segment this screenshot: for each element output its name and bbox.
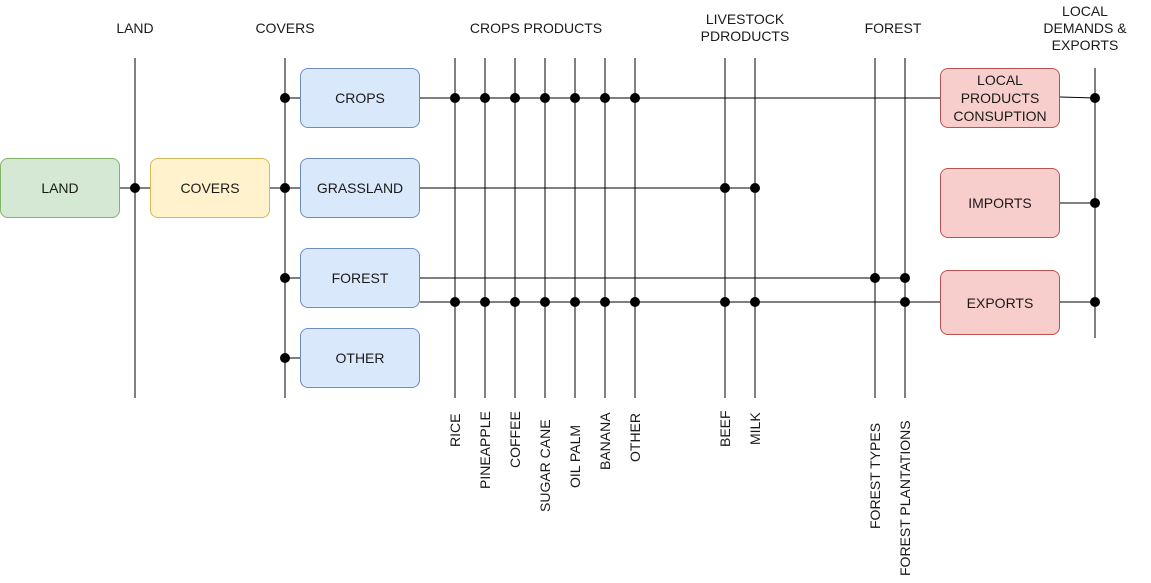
junction-dot [720, 183, 730, 193]
forest-box: FOREST [300, 248, 420, 308]
junction-dot [750, 297, 760, 307]
crop-label-oil-palm: OIL PALM [567, 424, 583, 488]
header-local-demands: LOCAL DEMANDS & EXPORTS [1043, 3, 1127, 53]
junction-dot [510, 93, 520, 103]
local-to-demands-line [1059, 96, 1096, 99]
other-box: OTHER [300, 328, 420, 388]
covers-box: COVERS [150, 158, 270, 218]
junction-dot [280, 353, 290, 363]
junction-dot [720, 297, 730, 307]
livestock-label-milk: MILK [747, 412, 763, 445]
junction-dot [280, 273, 290, 283]
exports-box: EXPORTS [940, 270, 1060, 335]
junction-dot [1090, 93, 1100, 103]
header-crops-products: CROPS PRODUCTS [469, 20, 603, 36]
junction-dot [280, 93, 290, 103]
grassland-box: GRASSLAND [300, 158, 420, 218]
junction-dot [450, 93, 460, 103]
imports-box: IMPORTS [940, 168, 1060, 238]
junction-dot [480, 93, 490, 103]
crop-label-pineapple: PINEAPPLE [477, 411, 493, 489]
crop-label-coffee: COFFEE [507, 411, 523, 468]
junction-dots [130, 93, 1100, 363]
forest-label-plantations: FOREST PLANTATIONS [897, 420, 913, 576]
junction-dot [630, 297, 640, 307]
junction-dot [280, 183, 290, 193]
junction-dot [480, 297, 490, 307]
livestock-label-beef: BEEF [717, 410, 733, 447]
junction-dot [450, 297, 460, 307]
junction-dot [750, 183, 760, 193]
junction-dot [540, 297, 550, 307]
forest-label-types: FOREST TYPES [867, 422, 883, 529]
header-covers: COVERS [255, 20, 315, 36]
crops-box: CROPS [300, 68, 420, 128]
local-products-consumption-box: LOCAL PRODUCTS CONSUPTION [940, 68, 1060, 128]
junction-dot [870, 273, 880, 283]
junction-dot [900, 273, 910, 283]
header-livestock-products: LIVESTOCK PDRODUCTS [700, 11, 790, 44]
junction-dot [1090, 198, 1100, 208]
junction-dot [570, 93, 580, 103]
junction-dot [600, 297, 610, 307]
junction-dot [510, 297, 520, 307]
crop-label-banana: BANANA [597, 412, 613, 470]
header-forest: FOREST [864, 20, 922, 36]
junction-dot [130, 183, 140, 193]
junction-dot [600, 93, 610, 103]
junction-dot [570, 297, 580, 307]
header-land: LAND [116, 20, 154, 36]
crop-label-sugar-cane: SUGAR CANE [537, 419, 553, 512]
land-box: LAND [0, 158, 120, 218]
junction-dot [1090, 297, 1100, 307]
crop-label-rice: RICE [447, 413, 463, 447]
junction-dot [540, 93, 550, 103]
junction-dot [630, 93, 640, 103]
junction-dot [900, 297, 910, 307]
crop-label-other: OTHER [627, 413, 643, 462]
